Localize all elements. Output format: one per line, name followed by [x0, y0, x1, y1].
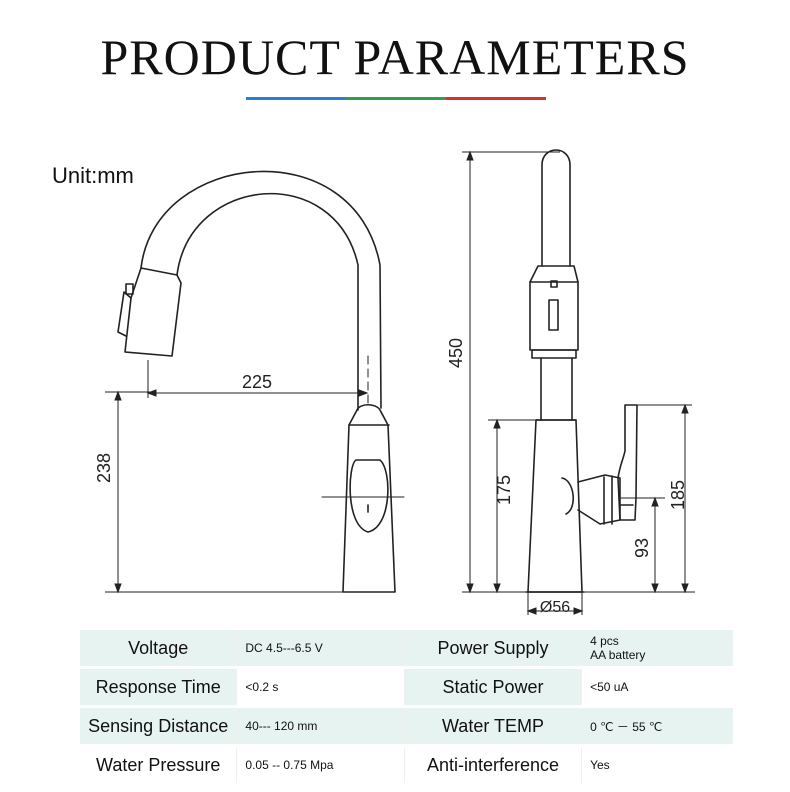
page-title: PRODUCT PARAMETERS: [100, 29, 690, 85]
spec-row: Sensing Distance 40--- 120 mm Water TEMP…: [80, 706, 733, 747]
spec-value-water-pressure: 0.05 -- 0.75 Mpa: [236, 745, 405, 786]
specs-table: Voltage DC 4.5---6.5 V Power Supply 4 pc…: [80, 630, 733, 786]
dim-spout-height-label: 238: [94, 453, 114, 483]
spec-label-voltage: Voltage: [80, 630, 237, 669]
spec-value-static-power: <50 uA: [581, 667, 733, 708]
spec-label-static-power: Static Power: [403, 667, 582, 708]
spec-label-water-temp: Water TEMP: [403, 706, 582, 747]
accent-line-red: [446, 97, 546, 100]
front-handle: [617, 404, 638, 521]
spec-row: Voltage DC 4.5---6.5 V Power Supply 4 pc…: [80, 630, 733, 669]
spec-label-power-supply: Power Supply: [403, 630, 582, 669]
side-spout-inner: [176, 192, 359, 411]
accent-line-green: [346, 97, 446, 100]
dim-body-height-label: 185: [668, 480, 688, 510]
spec-label-water-pressure: Water Pressure: [80, 745, 237, 786]
spec-label-sensing-distance: Sensing Distance: [80, 706, 237, 747]
side-spray-head: [124, 267, 182, 357]
dim-reach-label: 225: [242, 372, 272, 392]
spec-value-power-supply: 4 pcs AA battery: [581, 630, 733, 669]
spec-label-response-time: Response Time: [80, 667, 237, 708]
dim-handle-height-label: 175: [494, 475, 514, 505]
front-spout-top: [541, 149, 571, 267]
spec-value-power-supply-line1: 4 pcs: [590, 634, 619, 648]
spec-row: Response Time <0.2 s Static Power <50 uA: [80, 667, 733, 708]
dim-base-diameter-label: Ø56: [540, 599, 570, 616]
spec-label-anti-interference: Anti-interference: [403, 745, 582, 786]
unit-label: Unit:mm: [52, 163, 134, 188]
spec-value-response-time: <0.2 s: [236, 667, 405, 708]
side-spout-outer: [140, 170, 382, 409]
spec-value-water-temp: 0 ℃ － 55 ℃: [581, 706, 733, 747]
spec-value-voltage: DC 4.5---6.5 V: [236, 630, 405, 669]
spec-row: Water Pressure 0.05 -- 0.75 Mpa Anti-int…: [80, 745, 733, 786]
front-spray-head: [529, 265, 579, 351]
front-body: [527, 419, 583, 593]
spec-value-power-supply-line2: AA battery: [590, 648, 646, 662]
side-sensor-window: [349, 459, 389, 533]
spec-value-sensing-distance: 40--- 120 mm: [236, 706, 405, 747]
dim-total-height-label: 450: [446, 338, 466, 368]
spec-value-anti-interference: Yes: [581, 745, 733, 786]
dim-lever-height-label: 93: [632, 538, 652, 558]
faucet-technical-drawing: 225 238: [94, 149, 695, 616]
accent-line-blue: [246, 97, 346, 100]
